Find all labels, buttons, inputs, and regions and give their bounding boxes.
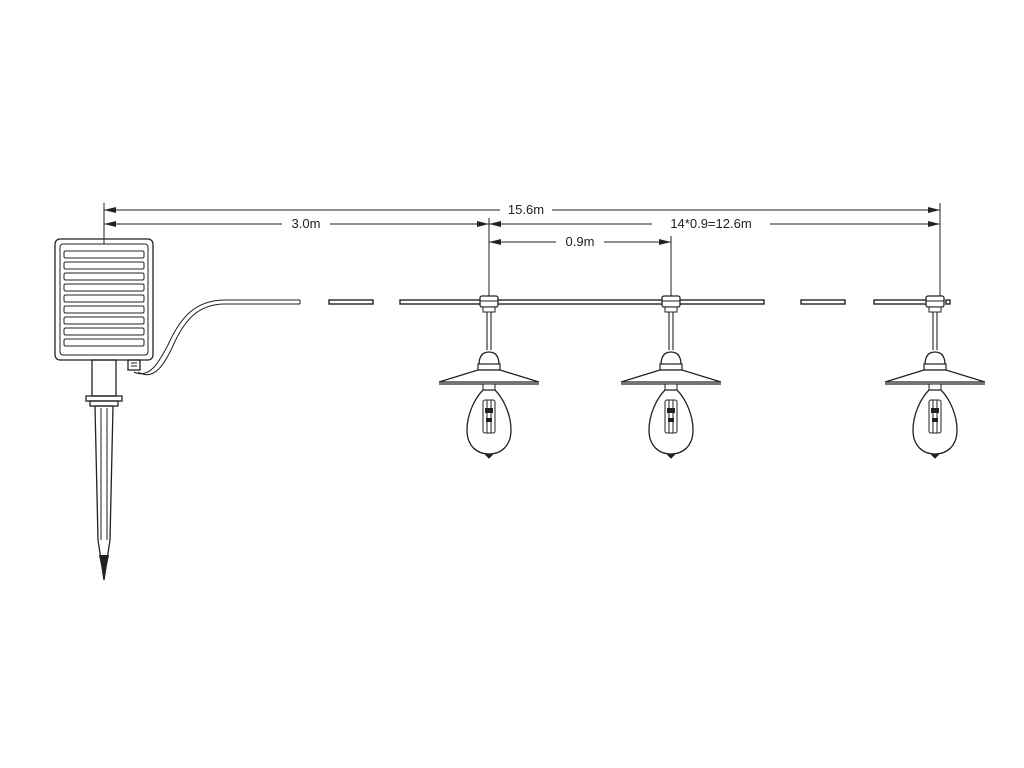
dim-spacing-label: 0.9m [566,234,595,249]
lantern-bulb-icon [438,295,540,459]
lantern-bulb-icon [884,295,986,459]
solar-panel-icon [54,238,154,371]
dim-lead-label: 3.0m [292,216,321,231]
lantern-bulb-icon [620,295,722,459]
lead-cable [133,299,951,375]
dim-run-label: 14*0.9=12.6m [670,216,751,231]
dimension-lines: 15.6m 3.0m 14*0.9=12.6m 0.9m [103,200,941,300]
dim-total-label: 15.6m [508,202,544,217]
ground-stake-icon [85,359,123,581]
